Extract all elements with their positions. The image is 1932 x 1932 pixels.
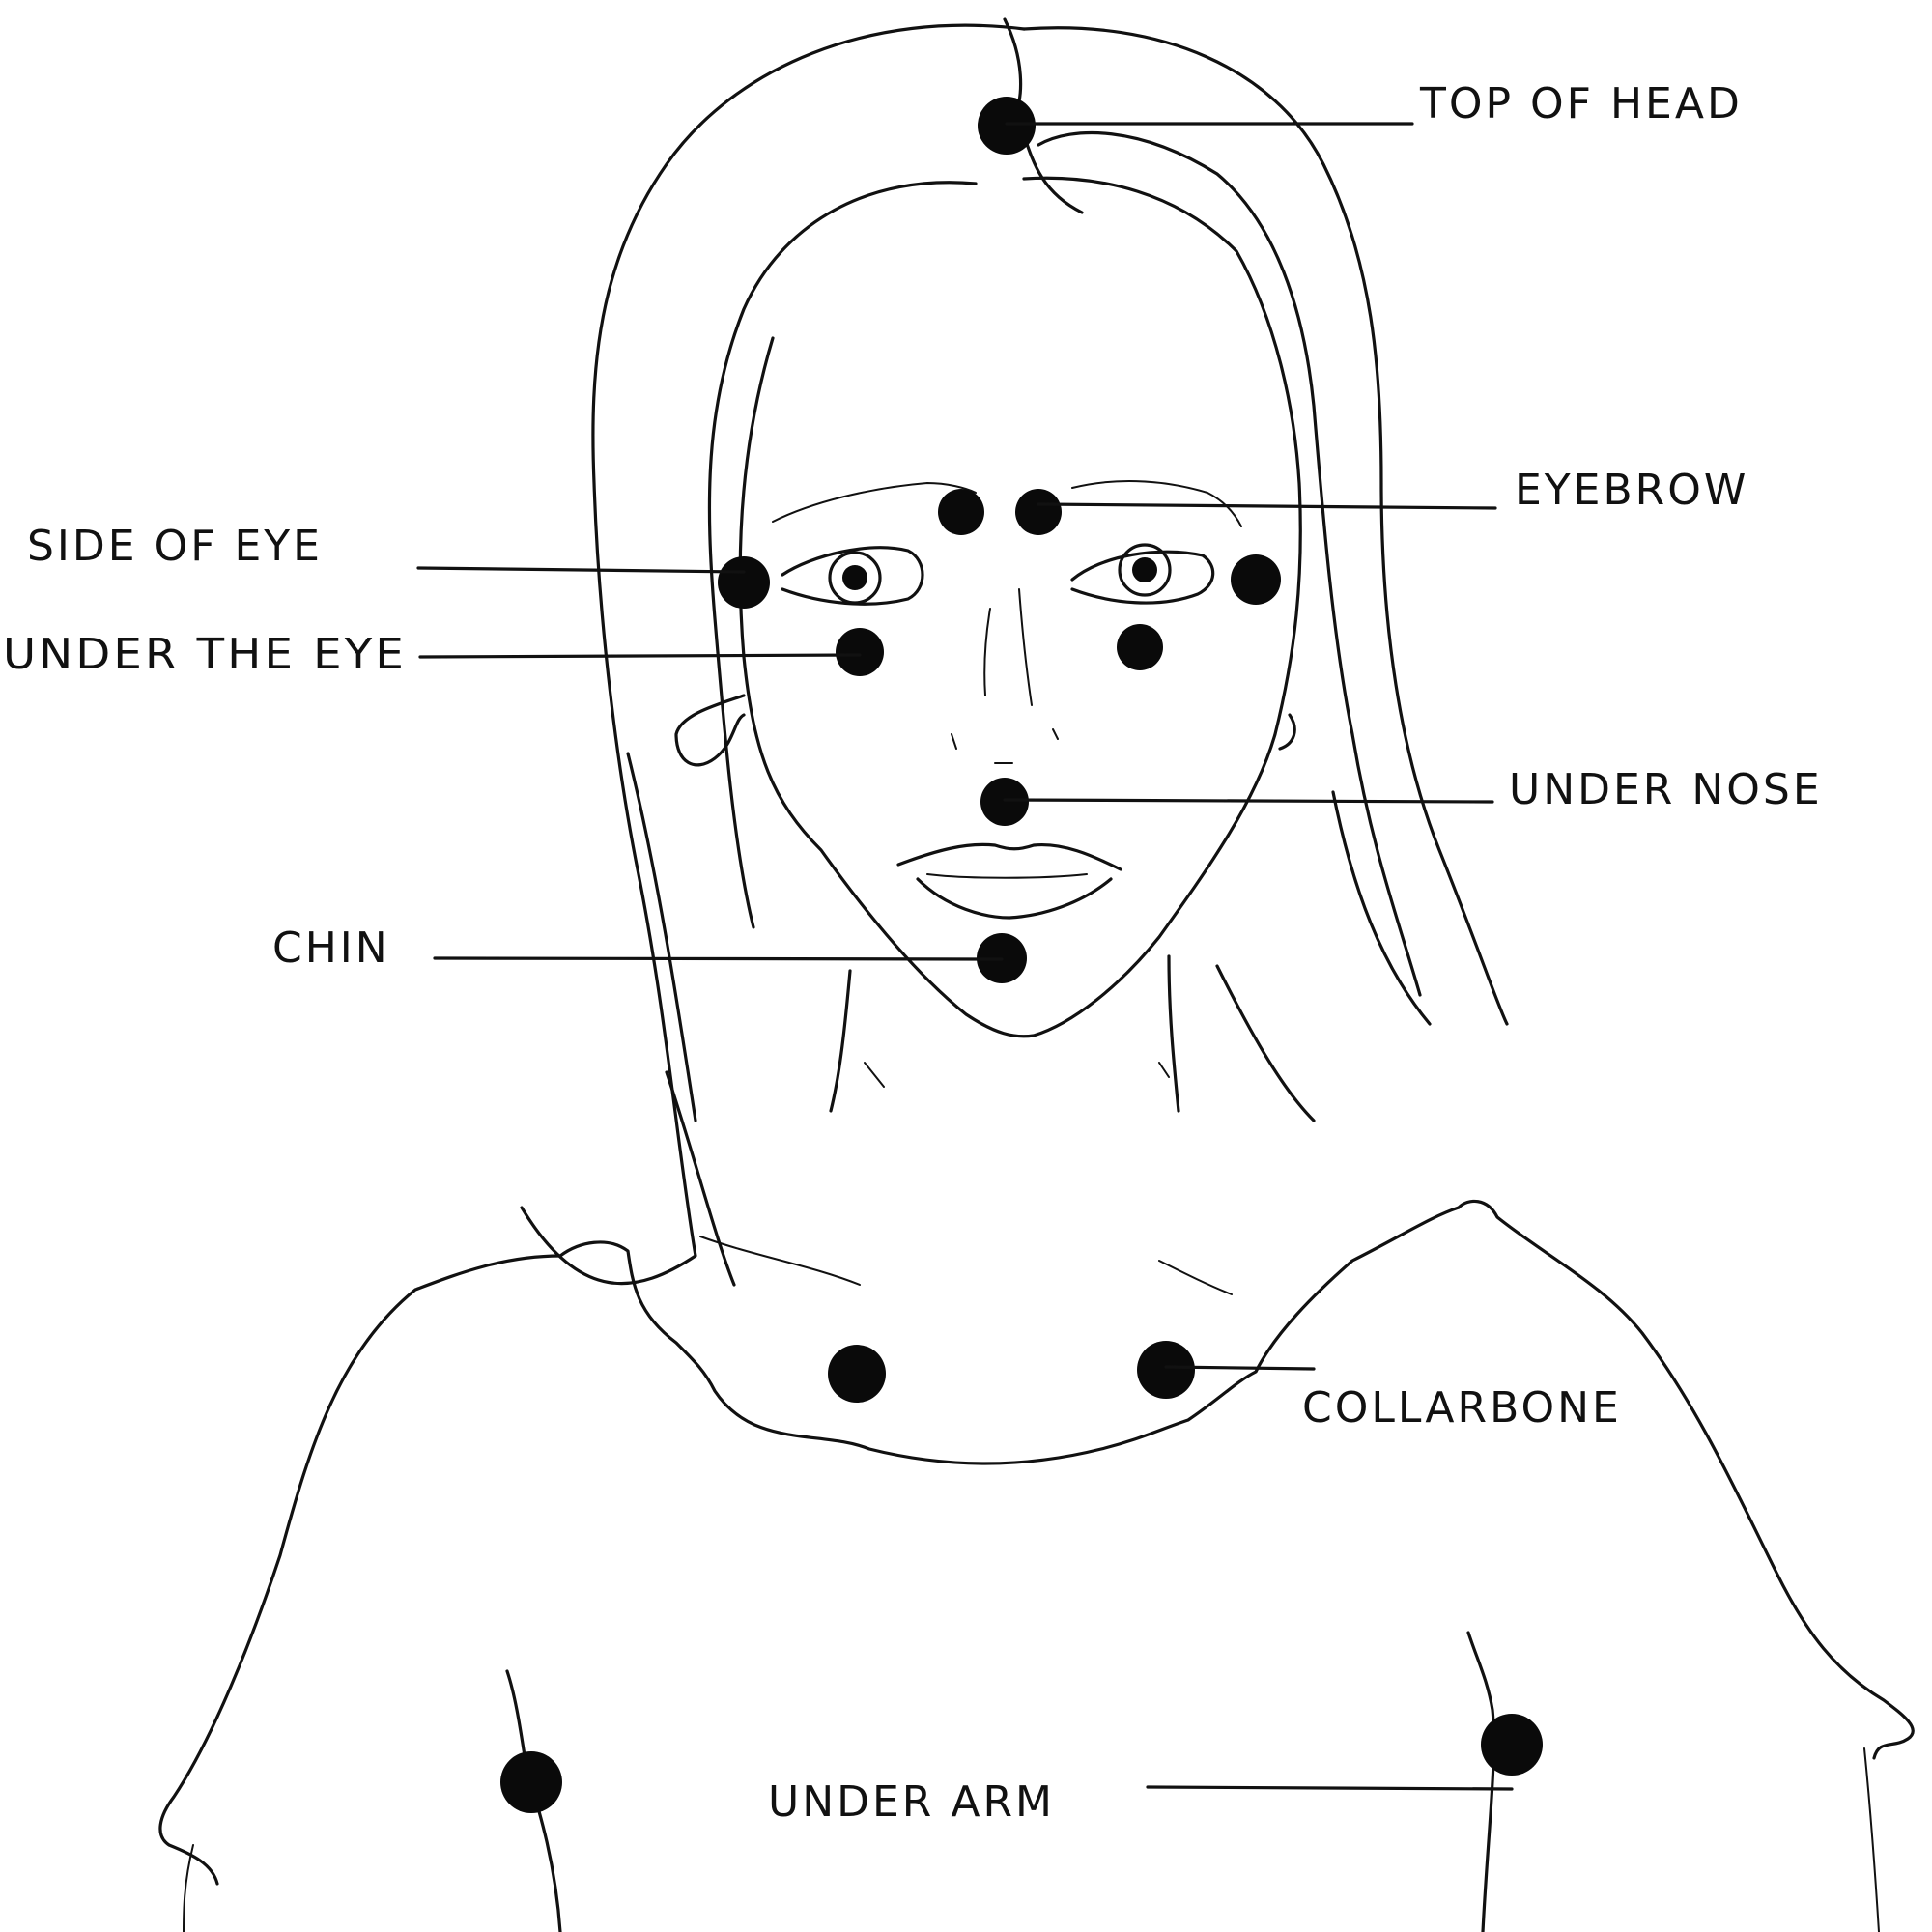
shirt-right-shoulder: [1457, 1199, 1915, 1760]
figure-drawing: [158, 17, 1915, 1932]
label-under-arm: UNDER ARM: [768, 1777, 1055, 1827]
shirt-collar: [558, 1206, 1461, 1465]
label-under-nose: UNDER NOSE: [1509, 765, 1823, 814]
neck-marks: [864, 1062, 1170, 1088]
point-under-nose: [980, 778, 1029, 826]
neck-right: [1167, 954, 1180, 1113]
leader-under-nose: [1003, 798, 1494, 804]
point-under-eye-right: [1117, 624, 1163, 670]
label-under-the-eye: UNDER THE EYE: [3, 630, 407, 679]
face-outline: [738, 176, 1302, 1038]
label-side-of-eye: SIDE OF EYE: [27, 522, 323, 571]
mouth-lower-lip: [916, 877, 1113, 920]
hair-strand-right: [1215, 790, 1432, 1122]
point-under-eye-left: [836, 628, 884, 676]
label-eyebrow: EYEBROW: [1515, 466, 1748, 515]
nostrils: [951, 728, 1059, 764]
point-eyebrow-right: [1015, 489, 1062, 535]
left-ear: [674, 694, 746, 767]
point-collarbone-left: [828, 1345, 886, 1403]
right-eyebrow: [1071, 480, 1242, 527]
left-iris: [828, 551, 882, 605]
leader-under-arm: [1146, 1785, 1514, 1791]
hair-strand-far-left: [626, 752, 736, 1287]
right-iris: [1118, 543, 1172, 597]
point-under-arm-left: [500, 1751, 562, 1813]
point-under-arm-right: [1481, 1714, 1543, 1776]
hair-outline-right: [1022, 26, 1509, 1026]
point-top-of-head: [978, 97, 1036, 155]
leader-chin: [433, 956, 1004, 961]
label-top-of-head: TOP OF HEAD: [1419, 79, 1743, 128]
mouth-upper-lip: [896, 842, 1122, 871]
shirt-right-sleeve: [1466, 1631, 1495, 1932]
leader-eyebrow: [1037, 502, 1497, 510]
label-chin: CHIN: [272, 923, 390, 973]
right-pupil: [1132, 557, 1157, 582]
label-collarbone: COLLARBONE: [1302, 1383, 1622, 1433]
shirt-inner-lines: [183, 1236, 1880, 1932]
mouth-line: [926, 873, 1088, 879]
leader-lines: [416, 122, 1514, 1791]
hair-inner-right: [1037, 130, 1422, 997]
tapping-points: [500, 97, 1543, 1813]
point-side-of-eye-left: [718, 556, 770, 609]
labels: TOP OF HEAD EYEBROW SIDE OF EYE UNDER TH…: [3, 79, 1823, 1827]
right-ear: [1278, 713, 1296, 751]
leader-collarbone: [1164, 1365, 1316, 1371]
hair-strand-left: [707, 181, 978, 929]
point-side-of-eye-right: [1231, 554, 1281, 605]
nose-bridge: [983, 588, 1033, 706]
hair-outline-left: [520, 23, 1026, 1286]
point-collarbone-right: [1137, 1341, 1195, 1399]
leader-side-of-eye: [416, 566, 746, 574]
leader-under-the-eye: [418, 653, 862, 659]
left-eyebrow: [772, 481, 977, 523]
point-eyebrow-left: [938, 489, 984, 535]
shirt-left-shoulder: [158, 1254, 562, 1886]
left-eye: [781, 546, 924, 606]
neck-left: [829, 969, 852, 1113]
left-pupil: [842, 565, 867, 590]
